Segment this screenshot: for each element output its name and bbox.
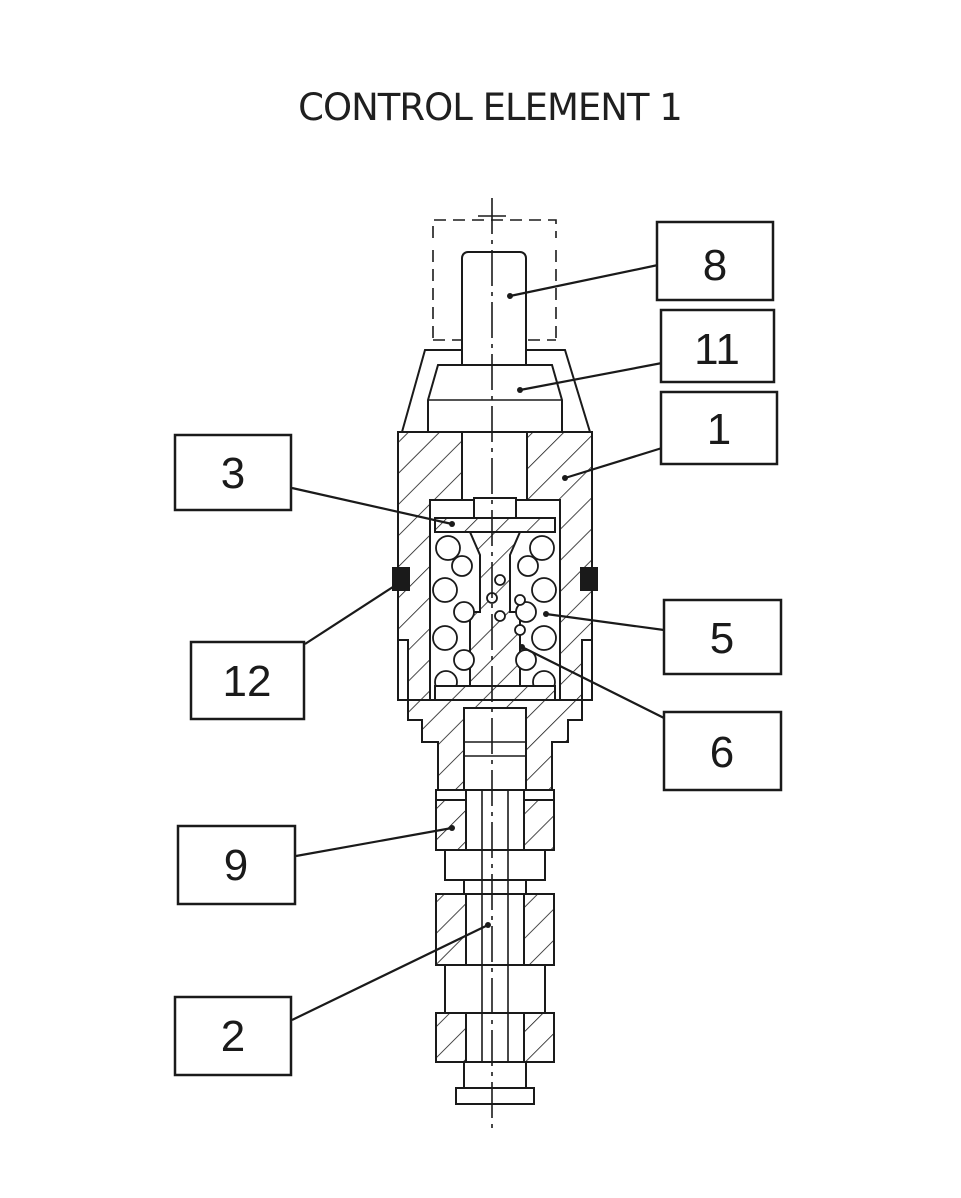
callout-8-label: 8 xyxy=(703,241,727,290)
spool-bore xyxy=(463,707,527,791)
callout-6: 6 xyxy=(662,710,783,792)
adjusting-pin xyxy=(461,251,527,371)
diagram-title: CONTROL ELEMENT 1 xyxy=(298,86,682,129)
collar-left xyxy=(435,799,467,851)
callout-11: 11 xyxy=(659,308,776,384)
lower-land-left xyxy=(435,893,467,966)
leader-lines xyxy=(291,263,665,1021)
callout-6-label: 6 xyxy=(710,728,734,777)
lower-plate xyxy=(434,685,556,701)
callout-12-label: 12 xyxy=(223,657,272,706)
leader-9 xyxy=(295,826,453,858)
leader-2 xyxy=(291,924,489,1021)
callout-1-label: 1 xyxy=(707,405,731,454)
end-cap xyxy=(455,1087,535,1105)
lower-land-right xyxy=(523,893,555,966)
leader-8 xyxy=(509,263,659,298)
callout-3: 3 xyxy=(173,433,293,512)
leader-6 xyxy=(521,646,665,719)
leader-5 xyxy=(545,612,665,632)
callout-3-label: 3 xyxy=(221,449,245,498)
collar-right xyxy=(523,799,555,851)
callout-8: 8 xyxy=(655,220,775,302)
oring-right xyxy=(580,567,598,591)
pin-shank xyxy=(461,431,528,501)
callout-5-label: 5 xyxy=(710,614,734,663)
callout-11-label: 11 xyxy=(694,325,740,374)
callout-12: 12 xyxy=(189,640,306,721)
outer-spring xyxy=(432,535,557,694)
callout-2: 2 xyxy=(173,995,293,1077)
valve-cross-section xyxy=(392,198,598,1128)
leader-11 xyxy=(519,361,663,392)
callout-2-label: 2 xyxy=(221,1012,245,1061)
callout-9: 9 xyxy=(176,824,297,906)
inner-spring xyxy=(486,574,526,636)
leader-1 xyxy=(564,446,663,480)
callout-5: 5 xyxy=(662,598,783,676)
leader-3 xyxy=(291,486,453,526)
callout-9-label: 9 xyxy=(224,841,248,890)
leader-12 xyxy=(304,584,397,645)
lock-nut xyxy=(427,364,563,433)
oring-left xyxy=(392,567,410,591)
callout-1: 1 xyxy=(659,390,779,466)
